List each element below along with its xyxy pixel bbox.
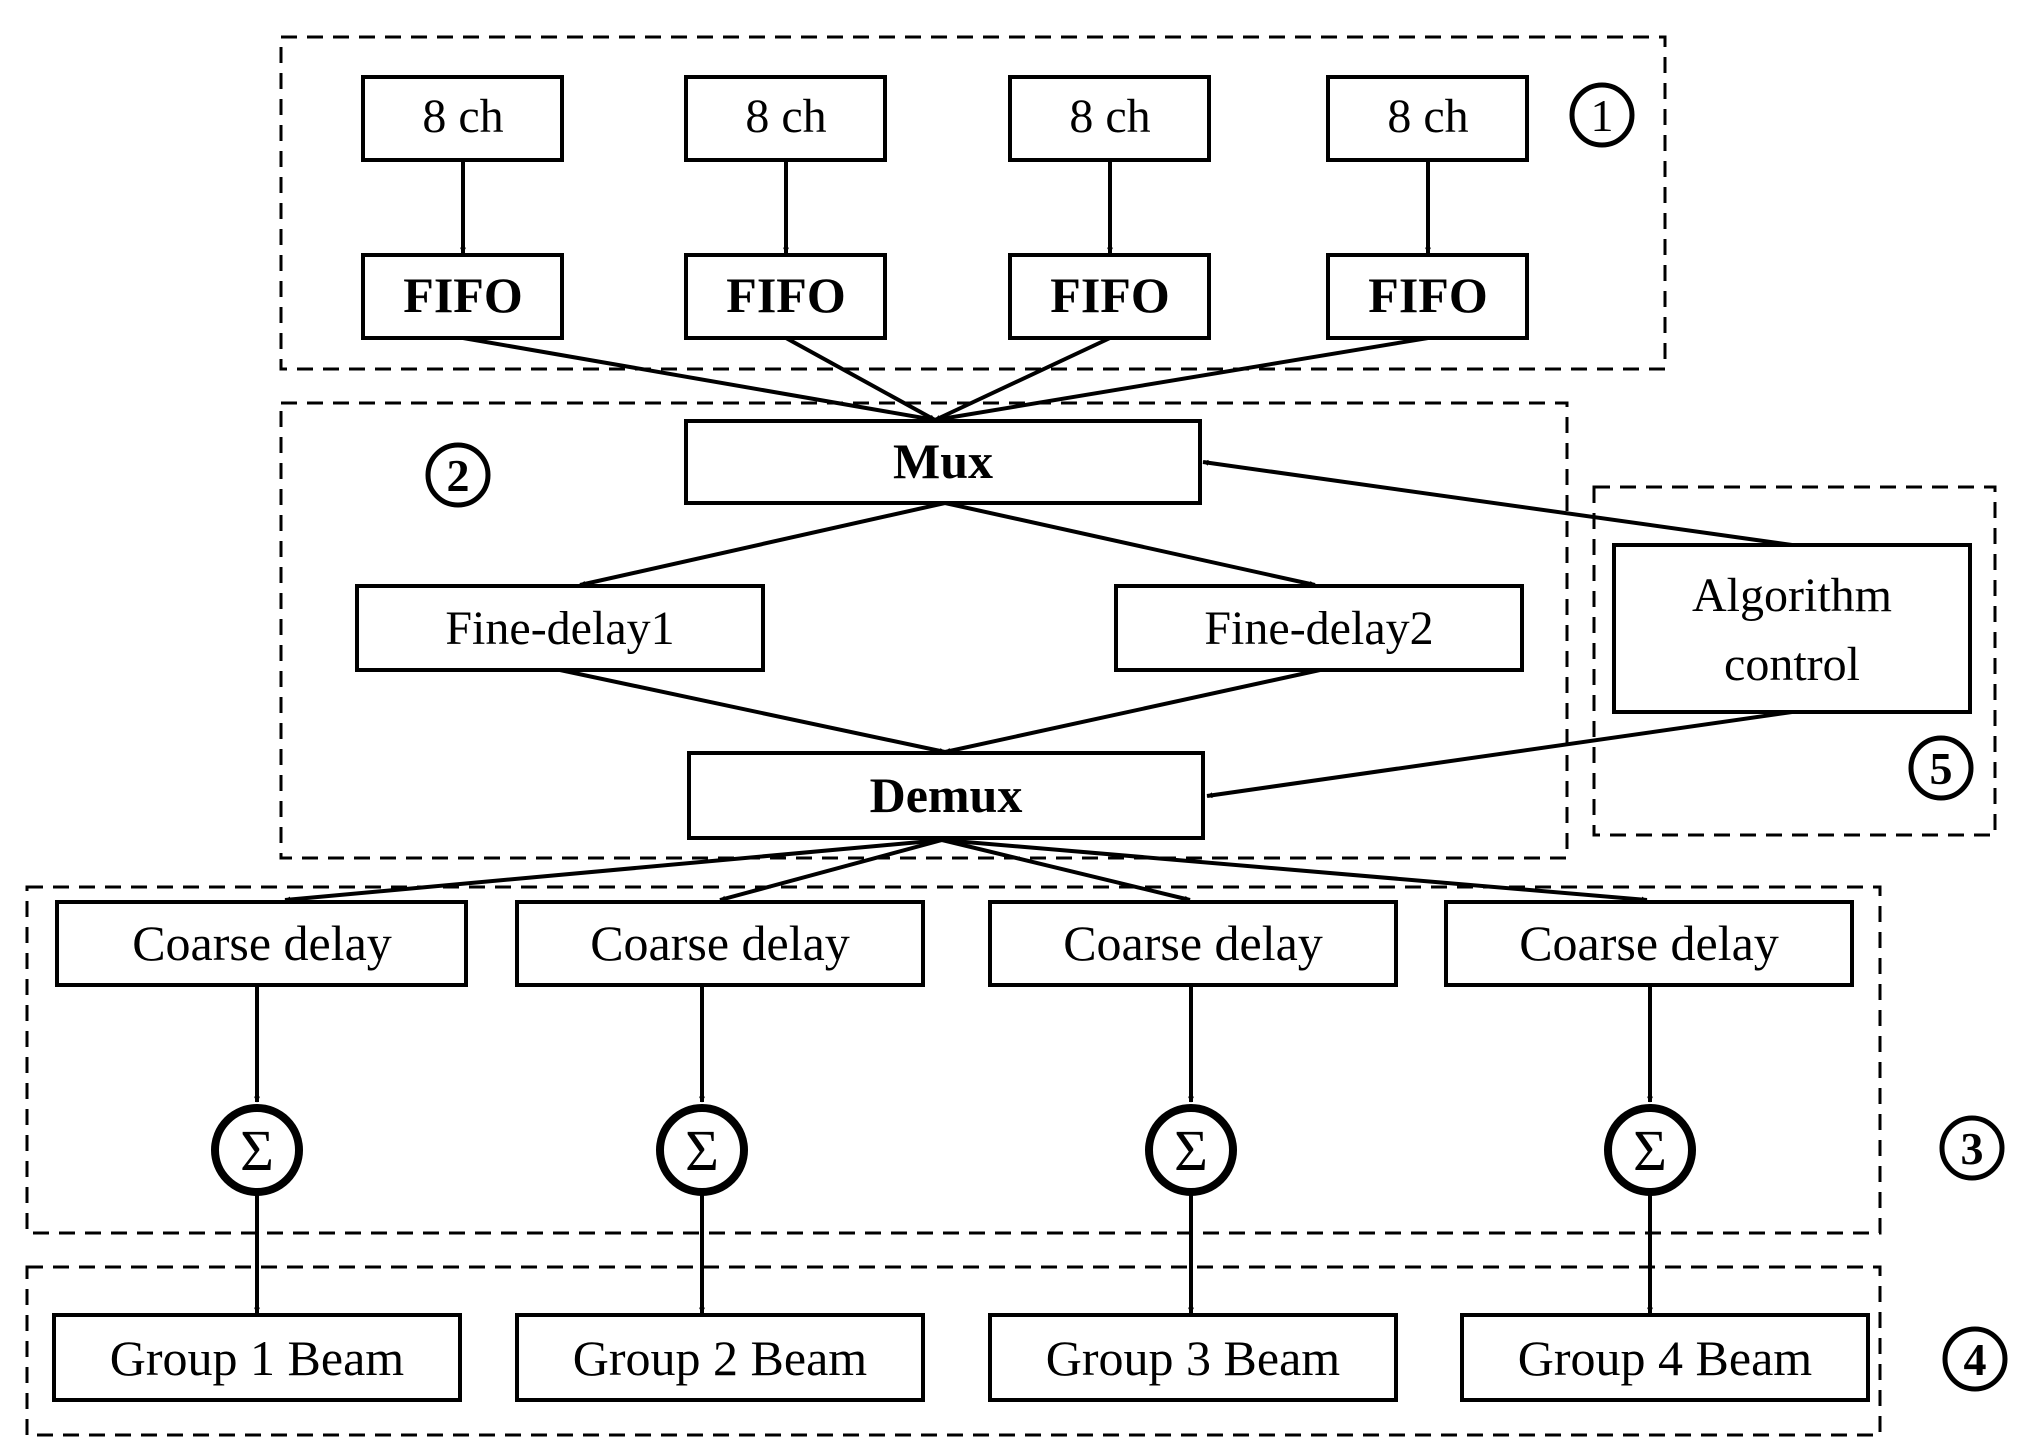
sigma-icon: Σ [1633, 1118, 1667, 1183]
control-label-line2: control [1724, 638, 1860, 691]
fifo-label: FIFO [1368, 267, 1487, 323]
region-marker-5: 5 [1908, 735, 1974, 801]
channel-box-3: 8 ch [1008, 75, 1211, 162]
edge-fifo4-mux [934, 336, 1429, 423]
edge-fifo2-mux [785, 336, 936, 422]
sum-node-3: Σ [1145, 1104, 1237, 1196]
region-5-control [1592, 485, 1997, 837]
edge-demux-coarse2 [719, 838, 943, 902]
edge-demux-coarse3 [941, 838, 1191, 902]
coarse-delay-label: Coarse delay [590, 915, 850, 971]
edge-control-mux [1202, 459, 1793, 547]
edge-fifo3-mux [934, 336, 1111, 422]
coarse-delay-label: Coarse delay [1063, 915, 1323, 971]
coarse-delay-label: Coarse delay [1519, 915, 1779, 971]
fine-delay-label: Fine-delay1 [445, 602, 674, 655]
fifo-label: FIFO [1050, 267, 1169, 323]
channel-box-4: 8 ch [1326, 75, 1529, 162]
coarse-delay-box-4: Coarse delay [1444, 900, 1854, 987]
sigma-icon: Σ [685, 1118, 719, 1183]
edge-fine1-demux [559, 668, 946, 754]
beam-label: Group 4 Beam [1518, 1330, 1812, 1386]
edge-mux-fine2 [944, 501, 1316, 587]
fine-delay-box-2: Fine-delay2 [1114, 584, 1524, 672]
sigma-icon: Σ [240, 1118, 274, 1183]
mux-box: Mux [684, 419, 1202, 505]
demux-label: Demux [870, 767, 1023, 823]
mux-label: Mux [893, 433, 993, 489]
coarse-delay-box-1: Coarse delay [55, 900, 468, 987]
region-marker-4: 4 [1942, 1326, 2008, 1392]
channel-box-2: 8 ch [684, 75, 887, 162]
edge-fifo1-mux [462, 336, 936, 423]
edge-mux-fine1 [579, 501, 946, 587]
beam-label: Group 3 Beam [1046, 1330, 1340, 1386]
fifo-label: FIFO [403, 267, 522, 323]
fifo-box-4: FIFO [1326, 253, 1529, 340]
region-1-input-buffers [279, 35, 1667, 371]
beam-box-1: Group 1 Beam [52, 1313, 462, 1402]
edge-control-demux [1206, 710, 1793, 799]
channel-label: 8 ch [1069, 90, 1150, 143]
edge-fine2-demux [944, 668, 1321, 754]
algorithm-control-box: Algorithm control [1612, 543, 1972, 714]
beam-box-4: Group 4 Beam [1460, 1313, 1870, 1402]
control-label-line1: Algorithm [1692, 569, 1892, 622]
coarse-delay-box-3: Coarse delay [988, 900, 1398, 987]
beam-label: Group 1 Beam [110, 1330, 404, 1386]
coarse-delay-label: Coarse delay [132, 915, 392, 971]
fine-delay-label: Fine-delay2 [1204, 602, 1433, 655]
channel-box-1: 8 ch [361, 75, 564, 162]
sum-node-4: Σ [1604, 1104, 1696, 1196]
region-3-coarse-delay-sum [25, 885, 1882, 1235]
edge-demux-coarse4 [941, 838, 1648, 903]
marker-number: 4 [1964, 1334, 1987, 1385]
connections [254, 160, 1793, 1314]
channel-label: 8 ch [745, 90, 826, 143]
beam-box-3: Group 3 Beam [988, 1313, 1398, 1402]
marker-number: 3 [1961, 1123, 1984, 1174]
region-marker-1: 1 [1569, 82, 1635, 148]
channel-label: 8 ch [1387, 90, 1468, 143]
edge-demux-coarse1 [284, 838, 943, 903]
region-4-beam-output [25, 1265, 1882, 1437]
fine-delay-box-1: Fine-delay1 [355, 584, 765, 672]
beam-label: Group 2 Beam [573, 1330, 867, 1386]
marker-number: 1 [1591, 90, 1614, 141]
sum-node-2: Σ [656, 1104, 748, 1196]
fifo-label: FIFO [726, 267, 845, 323]
sum-node-1: Σ [211, 1104, 303, 1196]
fifo-box-2: FIFO [684, 253, 887, 340]
sigma-icon: Σ [1174, 1118, 1208, 1183]
region-marker-2: 2 [425, 442, 491, 508]
region-marker-3: 3 [1939, 1115, 2005, 1181]
channel-label: 8 ch [422, 90, 503, 143]
marker-number: 2 [447, 450, 470, 501]
region-2-fine-delay [279, 401, 1569, 860]
fifo-box-1: FIFO [361, 253, 564, 340]
marker-number: 5 [1930, 743, 1953, 794]
demux-box: Demux [687, 751, 1205, 840]
beam-box-2: Group 2 Beam [515, 1313, 925, 1402]
coarse-delay-box-2: Coarse delay [515, 900, 925, 987]
fifo-box-3: FIFO [1008, 253, 1211, 340]
